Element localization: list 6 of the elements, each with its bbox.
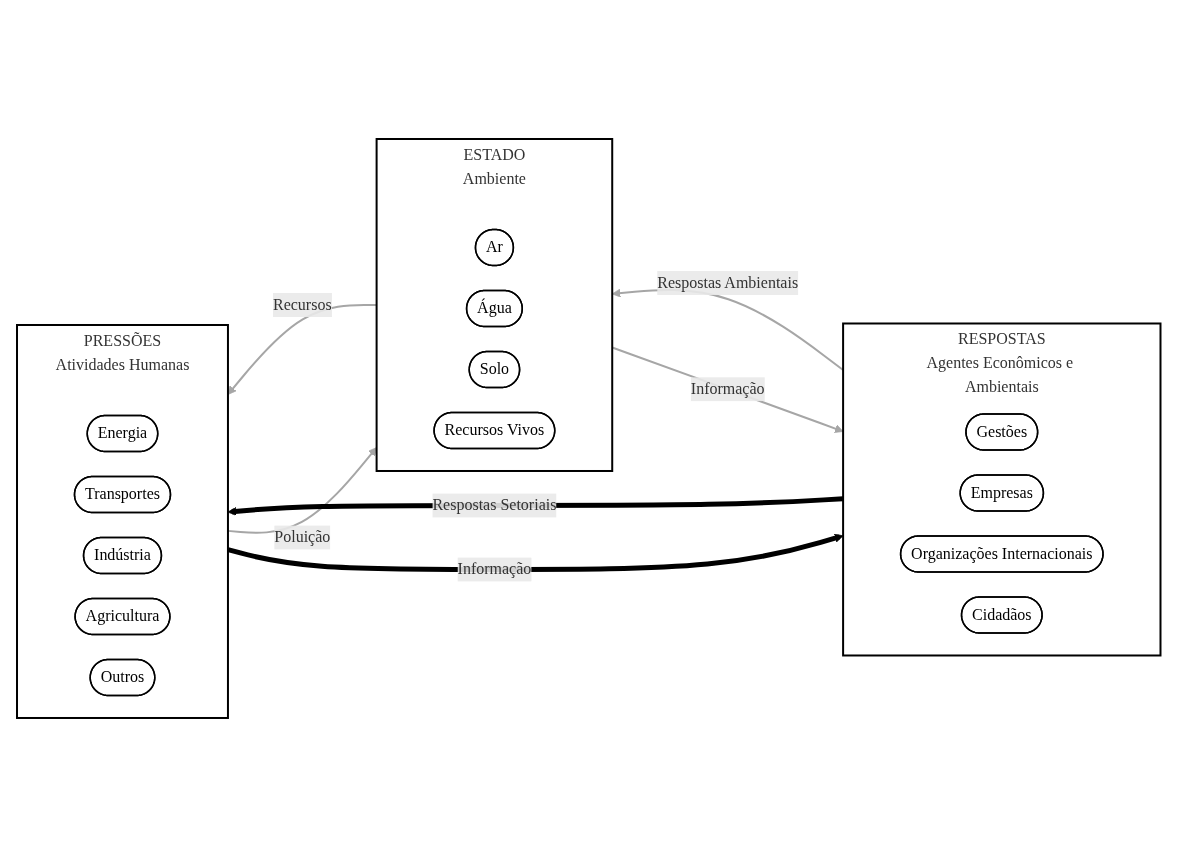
edge-label: Recursos <box>272 296 332 313</box>
edge-label: Respostas Setoriais <box>432 496 557 514</box>
edge-label: Respostas Ambientais <box>656 274 798 291</box>
edge-label: Poluição <box>274 528 331 546</box>
edge-label: Informação <box>457 560 532 578</box>
edge-label: Informação <box>690 380 765 398</box>
